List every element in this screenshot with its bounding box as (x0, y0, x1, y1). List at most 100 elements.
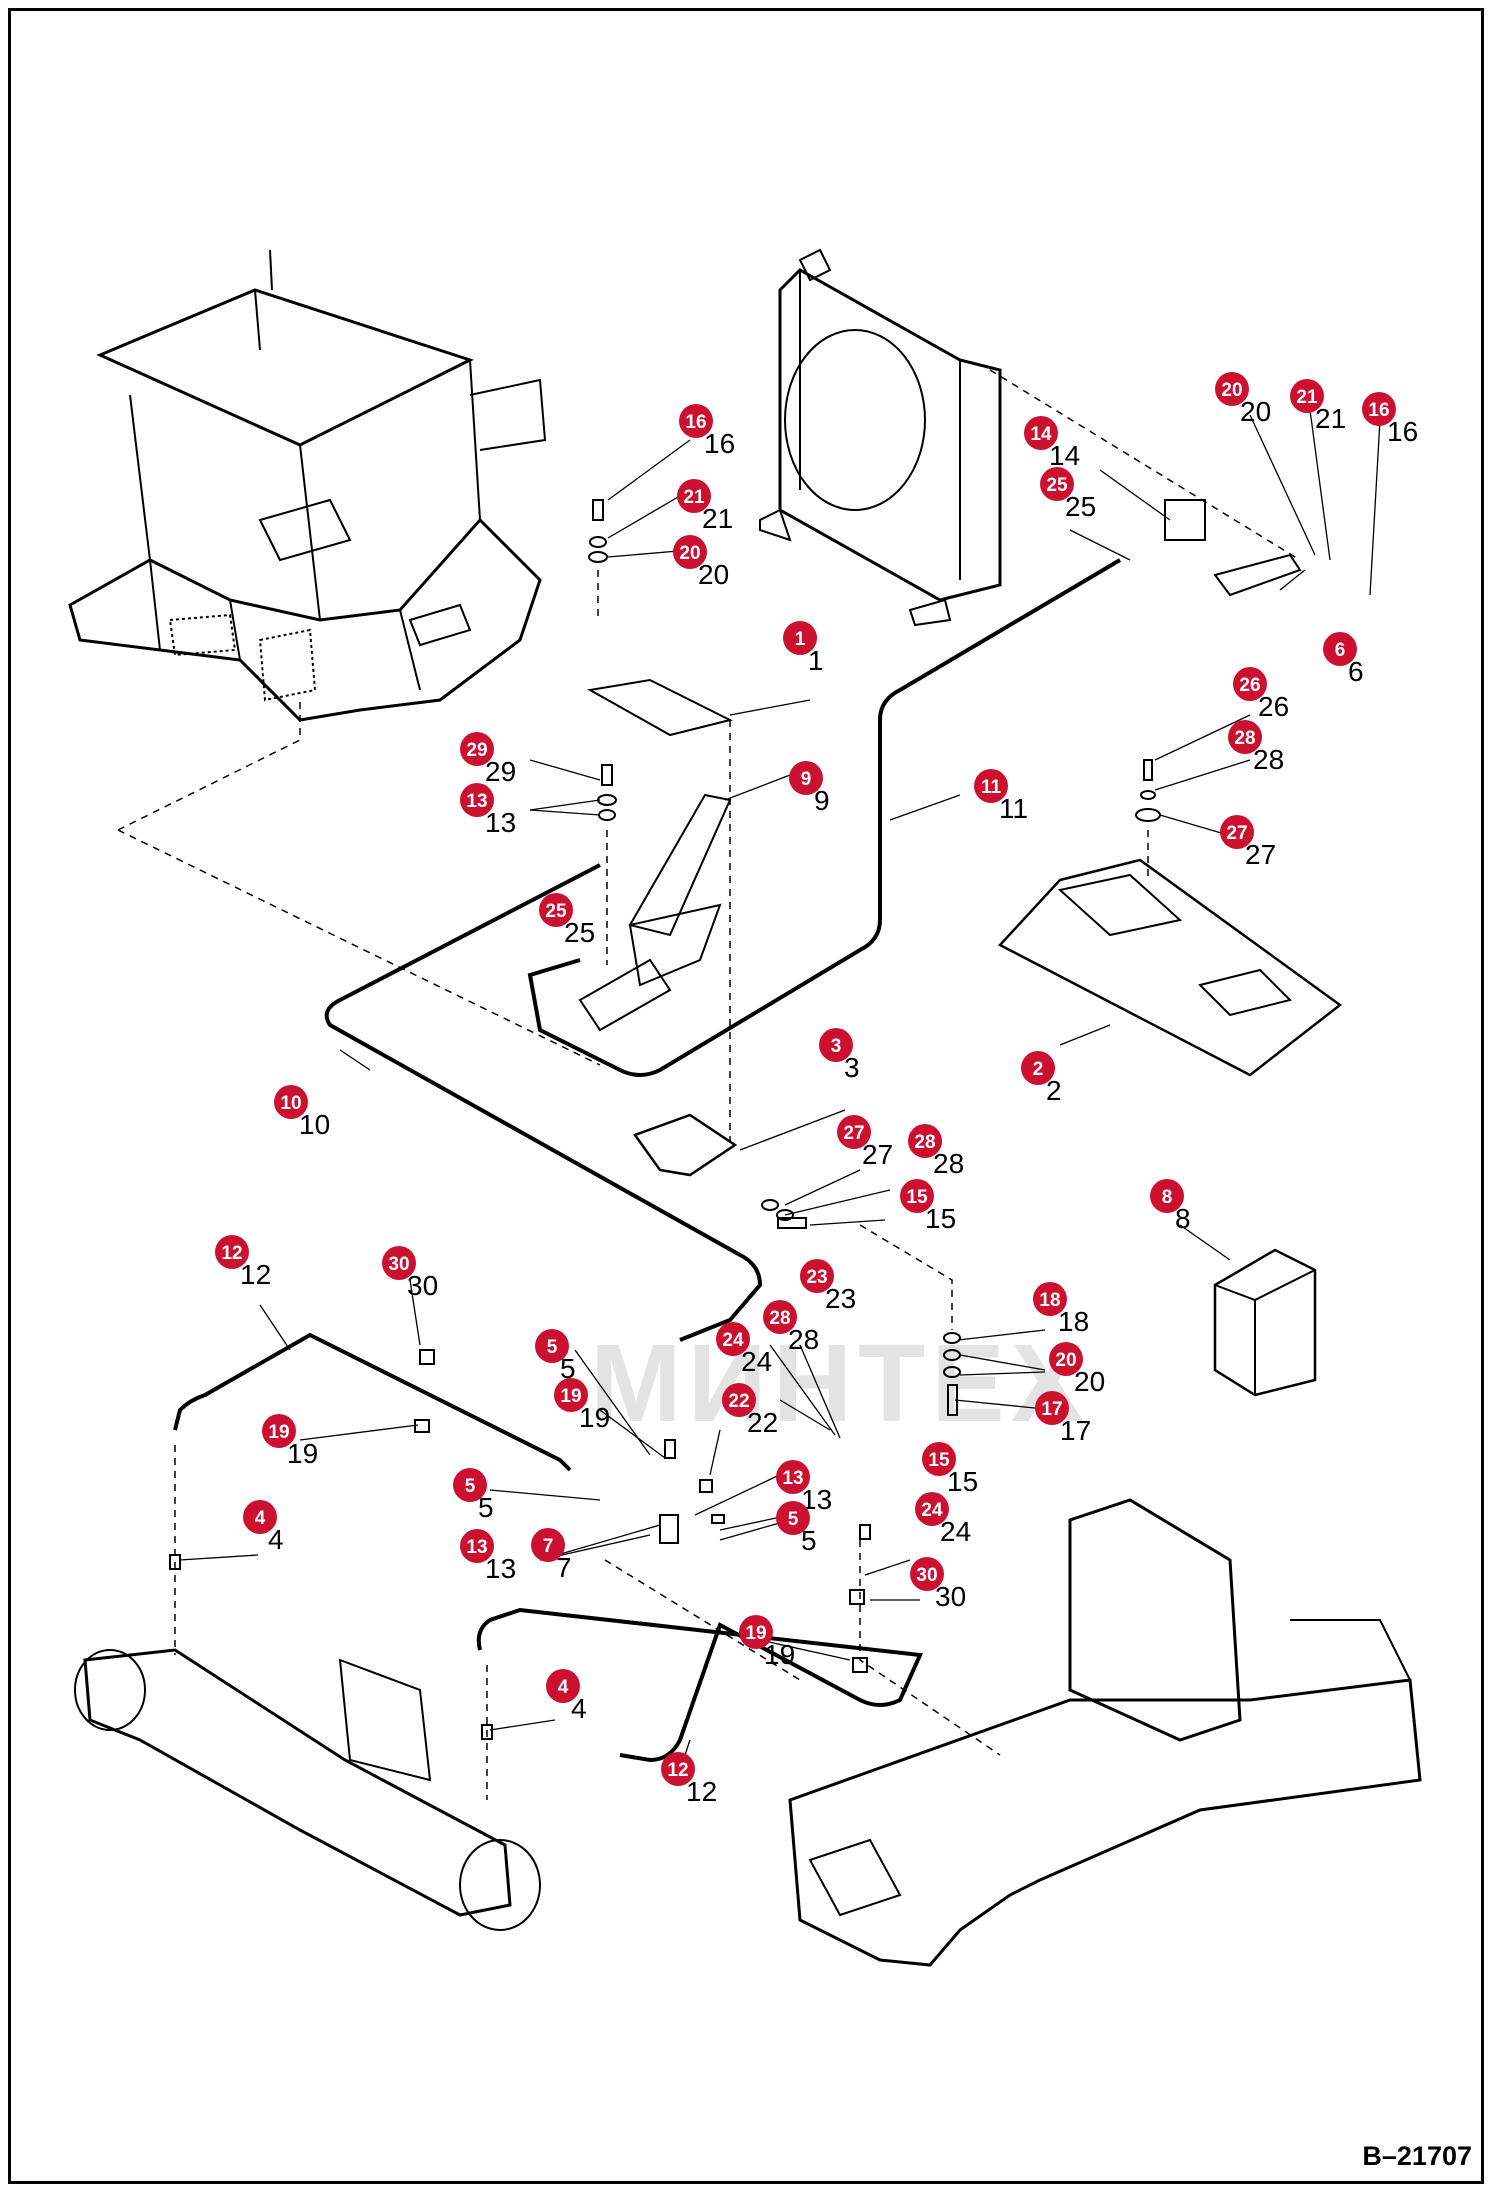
callout-badge-29[interactable]: 29 (460, 732, 494, 766)
callout-number: 20 (1055, 1350, 1076, 1371)
callout-badge-13[interactable]: 13 (460, 783, 494, 817)
part-number-plain: 2 (1046, 1075, 1062, 1106)
part-number-plain: 21 (1315, 403, 1346, 434)
callout-badge-16[interactable]: 16 (1362, 392, 1396, 426)
callout-number: 22 (728, 1391, 749, 1412)
callout-badges: 1234455567891011121213131314151516161718… (215, 372, 1396, 1786)
part-number-plain: 7 (556, 1552, 572, 1583)
callout-badge-30[interactable]: 30 (910, 1557, 944, 1591)
callout-badge-21[interactable]: 21 (677, 479, 711, 513)
part-number-plain: 19 (287, 1438, 318, 1469)
callout-badge-21[interactable]: 21 (1290, 379, 1324, 413)
callout-number: 3 (831, 1036, 842, 1057)
callout-badge-17[interactable]: 17 (1035, 1391, 1069, 1425)
callout-badge-25[interactable]: 25 (1040, 467, 1074, 501)
callout-badge-27[interactable]: 27 (1220, 815, 1254, 849)
callout-number: 28 (769, 1308, 790, 1329)
callout-badge-19[interactable]: 19 (262, 1414, 296, 1448)
callout-badge-28[interactable]: 28 (763, 1300, 797, 1334)
callout-number: 30 (916, 1565, 937, 1586)
callout-badge-19[interactable]: 19 (554, 1378, 588, 1412)
callout-badge-10[interactable]: 10 (274, 1085, 308, 1119)
callout-badge-13[interactable]: 13 (460, 1529, 494, 1563)
callout-badge-24[interactable]: 24 (915, 1492, 949, 1526)
radiator-drawing (759, 248, 1002, 627)
hose-12-upper (173, 1332, 572, 1472)
callout-circle (739, 1615, 773, 1649)
callout-badge-12[interactable]: 12 (661, 1752, 695, 1786)
callout-circle (800, 1259, 834, 1293)
callout-badge-12[interactable]: 12 (215, 1235, 249, 1269)
part-number-plain: 20 (1074, 1366, 1105, 1397)
callout-badge-26[interactable]: 26 (1233, 667, 1267, 701)
callout-number: 14 (1030, 424, 1052, 445)
callout-badge-22[interactable]: 22 (722, 1383, 756, 1417)
part-number-plain: 30 (407, 1270, 438, 1301)
callout-badge-5[interactable]: 5 (776, 1501, 810, 1535)
callout-badge-30[interactable]: 30 (382, 1246, 416, 1280)
part-number-plain: 15 (925, 1203, 956, 1234)
part-number-plain: 13 (485, 807, 516, 838)
callout-badge-1[interactable]: 1 (783, 621, 817, 655)
callout-badge-4[interactable]: 4 (546, 1669, 580, 1703)
callout-badge-6[interactable]: 6 (1323, 632, 1357, 666)
callout-number: 13 (466, 1537, 487, 1558)
callout-number: 16 (1368, 400, 1389, 421)
callout-number: 21 (683, 487, 705, 508)
callout-badge-4[interactable]: 4 (243, 1500, 277, 1534)
callout-badge-5[interactable]: 5 (535, 1329, 569, 1363)
callout-badge-3[interactable]: 3 (819, 1028, 853, 1062)
callout-number: 20 (679, 543, 700, 564)
callout-badge-16[interactable]: 16 (679, 404, 713, 438)
part-number-plain: 19 (579, 1402, 610, 1433)
callout-number: 28 (914, 1132, 935, 1153)
callout-badge-20[interactable]: 20 (1215, 372, 1249, 406)
callout-circle (837, 1115, 871, 1149)
callout-circle (453, 1468, 487, 1502)
callout-circle (1035, 1391, 1069, 1425)
callout-circle (763, 1300, 797, 1334)
callout-badge-19[interactable]: 19 (739, 1615, 773, 1649)
callout-badge-24[interactable]: 24 (716, 1322, 750, 1356)
callout-number: 23 (806, 1267, 827, 1288)
callout-badge-28[interactable]: 28 (1228, 720, 1262, 754)
part-number-plain: 12 (240, 1259, 271, 1290)
part-number-plain: 13 (485, 1553, 516, 1584)
callout-badge-5[interactable]: 5 (453, 1468, 487, 1502)
callout-badge-7[interactable]: 7 (531, 1528, 565, 1562)
callout-badge-15[interactable]: 15 (900, 1179, 934, 1213)
callout-circle (1290, 379, 1324, 413)
callout-badge-25[interactable]: 25 (539, 893, 573, 927)
callout-badge-20[interactable]: 20 (673, 535, 707, 569)
part-number-plain: 26 (1258, 691, 1289, 722)
callout-number: 18 (1039, 1290, 1060, 1311)
callout-number: 4 (558, 1677, 569, 1698)
callout-badge-28[interactable]: 28 (908, 1124, 942, 1158)
callout-circle (1220, 815, 1254, 849)
callout-circle (274, 1085, 308, 1119)
callout-badge-8[interactable]: 8 (1150, 1179, 1184, 1213)
callout-circle (819, 1028, 853, 1062)
part-number-plain: 29 (485, 756, 516, 787)
callout-circle (922, 1442, 956, 1476)
callout-badge-27[interactable]: 27 (837, 1115, 871, 1149)
callout-circle (460, 783, 494, 817)
part-number-plain: 4 (268, 1524, 284, 1555)
watermark: МИНТЕХ (590, 1322, 1091, 1445)
callout-badge-11[interactable]: 11 (974, 769, 1008, 803)
callout-badge-2[interactable]: 2 (1021, 1051, 1055, 1085)
callout-badge-14[interactable]: 14 (1024, 416, 1058, 450)
callout-badge-23[interactable]: 23 (800, 1259, 834, 1293)
callout-badge-20[interactable]: 20 (1049, 1342, 1083, 1376)
callout-badge-18[interactable]: 18 (1033, 1282, 1067, 1316)
callout-number: 30 (388, 1254, 409, 1275)
callout-circle (262, 1414, 296, 1448)
callout-circle (1021, 1051, 1055, 1085)
callout-badge-15[interactable]: 15 (922, 1442, 956, 1476)
callout-circle (382, 1246, 416, 1280)
part-number-plain: 20 (1240, 396, 1271, 427)
callout-circle (776, 1501, 810, 1535)
callout-badge-9[interactable]: 9 (789, 761, 823, 795)
callout-number: 5 (547, 1337, 558, 1358)
callout-badge-13[interactable]: 13 (776, 1460, 810, 1494)
